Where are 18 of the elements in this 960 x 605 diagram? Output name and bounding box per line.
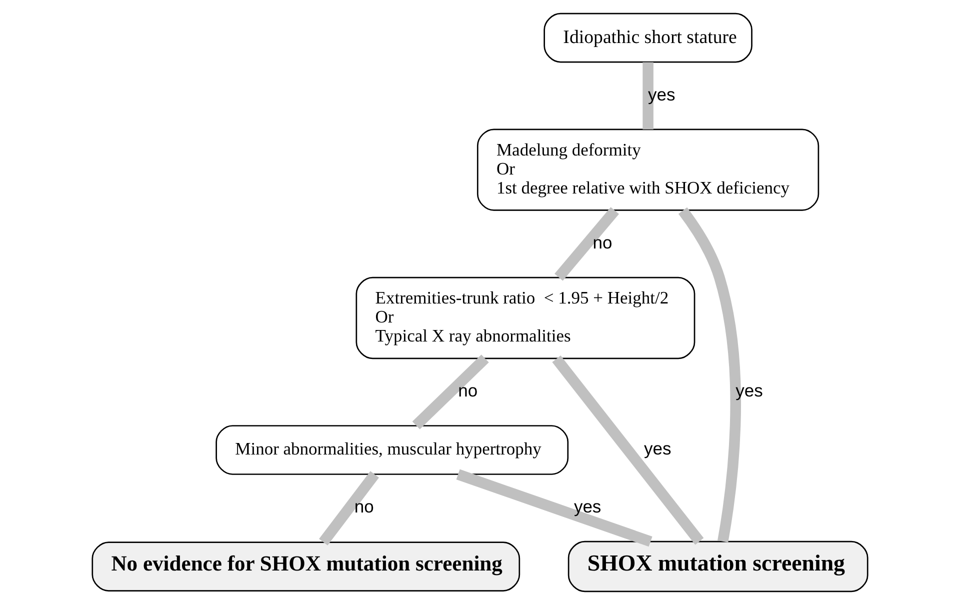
node-box: Madelung deformity Or 1st degree relative with SHOX deficiency bbox=[476, 128, 820, 211]
node-box: Idiopathic short stature bbox=[544, 12, 752, 63]
node-box: Extremities-trunk ratio < 1.95 + Height/2 Or Typical X ray abnormalities bbox=[356, 276, 696, 360]
node-box: No evidence for SHOX mutation screening bbox=[92, 542, 520, 592]
connector bbox=[412, 354, 489, 430]
edge-label: no bbox=[354, 496, 374, 517]
connector bbox=[456, 469, 652, 547]
edge-label: yes bbox=[648, 84, 676, 104]
connector bbox=[554, 207, 619, 281]
edge-label: no bbox=[458, 380, 478, 401]
connector bbox=[319, 471, 379, 546]
edge-label: yes bbox=[574, 496, 602, 517]
connector bbox=[642, 62, 654, 130]
edge-label: yes bbox=[736, 380, 763, 401]
node-box: SHOX mutation screening bbox=[568, 540, 868, 592]
edge-label: yes bbox=[644, 438, 672, 459]
node-box: Minor abnormalities, muscular hypertrophy bbox=[216, 425, 569, 475]
edge-label: no bbox=[592, 232, 612, 252]
